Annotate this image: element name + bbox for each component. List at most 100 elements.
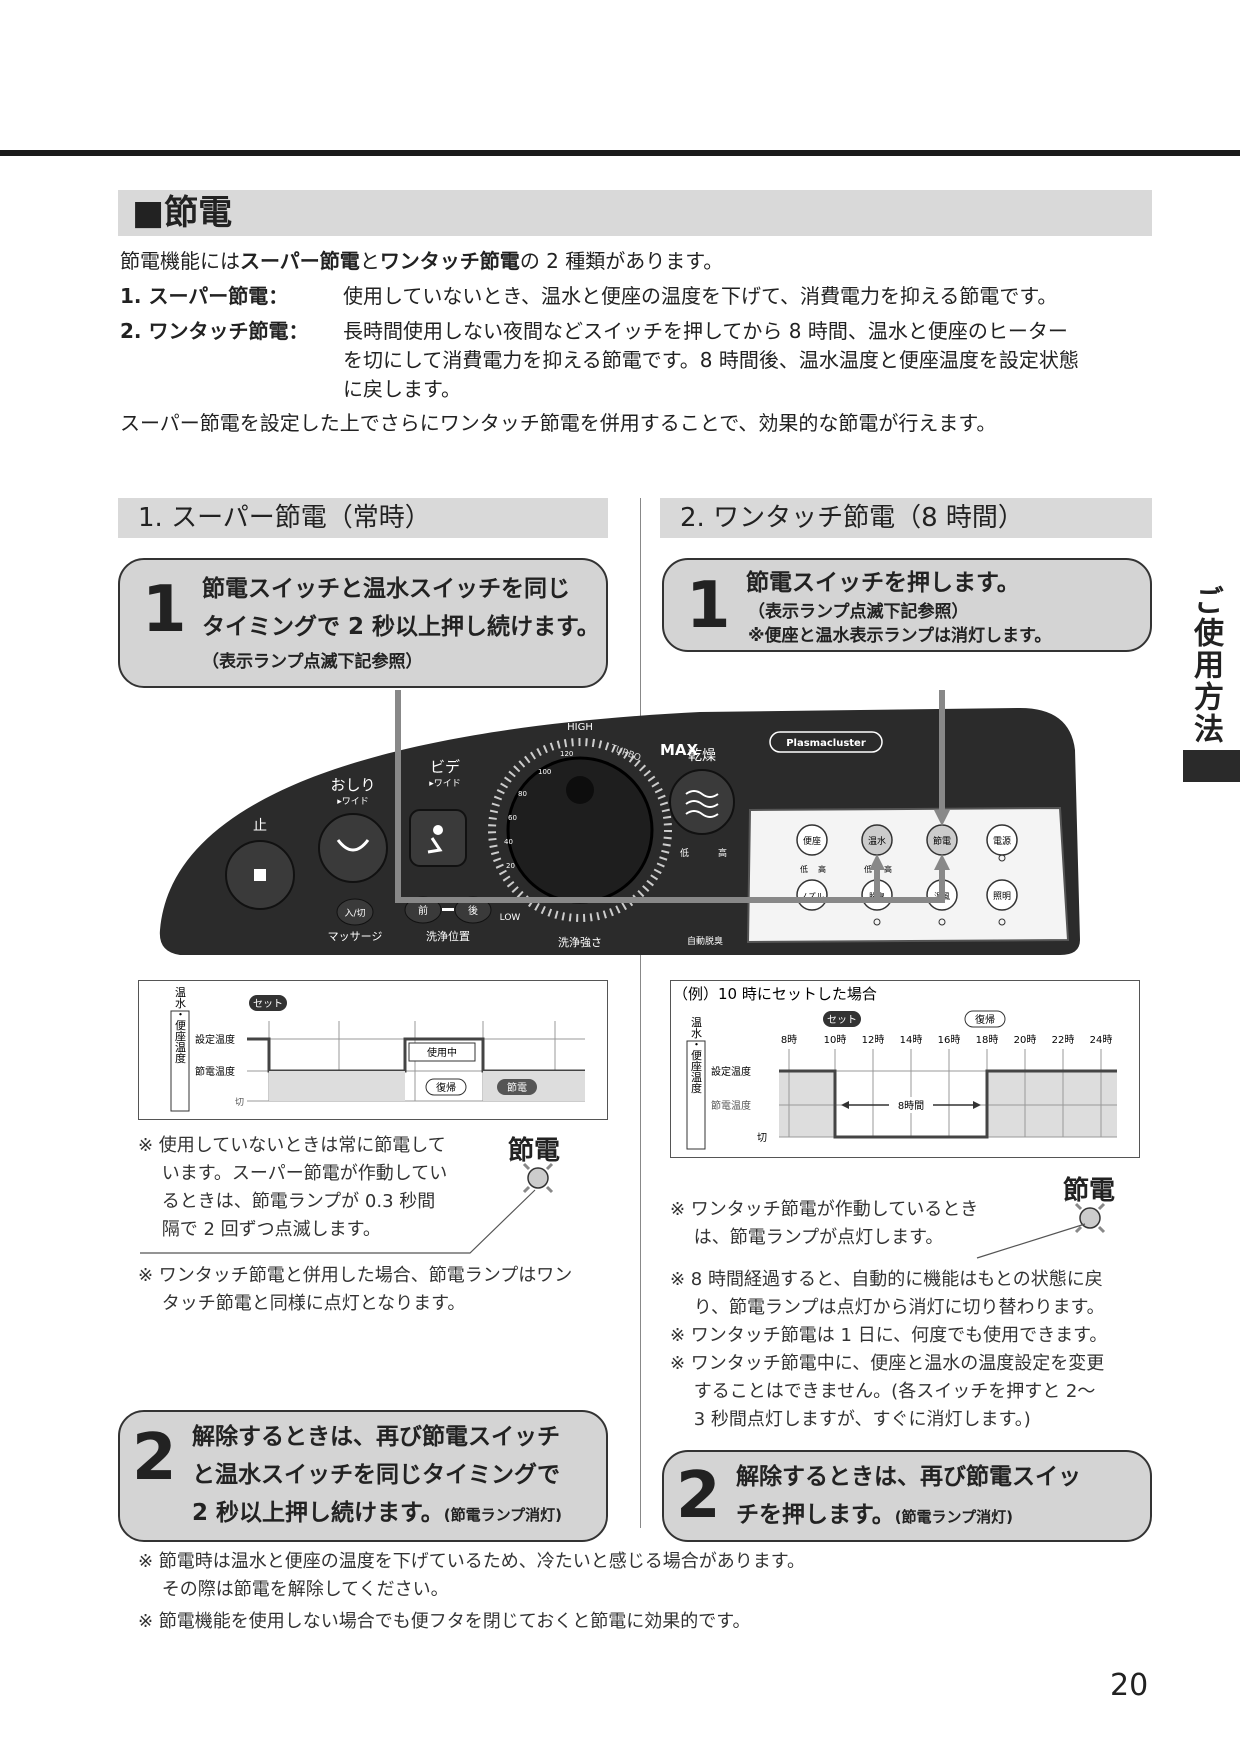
step-number: 1 xyxy=(686,569,731,643)
right-set-label: 設定温度 xyxy=(711,1065,751,1078)
step-line1: 節電スイッチを押します。 xyxy=(746,570,1020,596)
note-line: ※ 8 時間経過すると、自動的に機能はもとの状態に戻 xyxy=(670,1269,1103,1290)
note-line: 3 秒間点灯しますが、すぐに消灯します。) xyxy=(670,1409,1031,1430)
scale-120: 120 xyxy=(560,750,573,758)
note-line: することはできません。(各スイッチを押すと 2～ xyxy=(670,1381,1096,1402)
right-save-label: 節電温度 xyxy=(711,1099,751,1112)
step-line1: 解除するときは、再び節電スイッチ xyxy=(192,1424,560,1450)
right-chart: （例）10 時にセットした場合 セット 復帰 8時 10時 12時 14時 16… xyxy=(670,980,1140,1158)
time-label: 8時 xyxy=(781,1034,797,1046)
scale-80: 80 xyxy=(518,790,527,798)
page-number: 20 xyxy=(1110,1668,1149,1703)
note-line: ※ ワンタッチ節電が作動しているとき xyxy=(670,1199,979,1220)
left-save-text: 節電 xyxy=(507,1081,527,1094)
right-set-badge-text: セット xyxy=(827,1014,857,1026)
step-number: 2 xyxy=(676,1459,721,1533)
item2-text2: を切にして消費電力を抑える節電です。8 時間後、温水温度と便座温度を設定状態 xyxy=(343,348,1079,372)
water-hi: 高 xyxy=(884,864,892,874)
right-return-badge xyxy=(964,1010,1006,1028)
side-tab-label: ご使用方法 xyxy=(1188,585,1223,745)
time-label: 10時 xyxy=(824,1034,847,1046)
bottom-notes: ※ 節電時は温水と便座の温度を下げているため、冷たいと感じる場合があります。 そ… xyxy=(138,1548,805,1636)
light-label: 照明 xyxy=(993,891,1011,902)
stop-label: 止 xyxy=(253,818,267,834)
time-label: 16時 xyxy=(938,1034,961,1046)
left-set-label: 設定温度 xyxy=(195,1033,235,1046)
time-label: 18時 xyxy=(976,1034,999,1046)
left-set-badge-text: セット xyxy=(253,998,283,1010)
left-note2: ※ ワンタッチ節電と併用した場合、節電ランプはワン タッチ節電と同様に点灯となり… xyxy=(138,1262,572,1318)
step-line2-small: (節電ランプ消灯) xyxy=(894,1508,1013,1526)
left-chart-ylabel: 温水・便座温度 xyxy=(174,986,187,1064)
left-lamp-icon xyxy=(522,1162,554,1194)
dial-high: HIGH xyxy=(567,722,593,733)
right-step1-box: 1 節電スイッチを押します。 （表示ランプ点滅下記参照） ※便座と温水表示ランプ… xyxy=(662,558,1152,652)
light-button[interactable] xyxy=(986,879,1018,911)
note-line: るときは、節電ランプが 0.3 秒間 xyxy=(138,1191,436,1212)
intro-bold: スーパー節電 xyxy=(240,249,360,273)
note-line: は、節電ランプが点灯します。 xyxy=(670,1227,944,1248)
massage-button[interactable] xyxy=(336,898,374,926)
item1-label: 1. スーパー節電： xyxy=(120,284,289,308)
strength-label: 洗浄強さ xyxy=(558,935,602,949)
oshiri-button[interactable] xyxy=(318,813,388,883)
section-title: ■節電 xyxy=(132,193,233,233)
brand-badge xyxy=(769,731,883,753)
left-step1-box: 1 節電スイッチと温水スイッチを同じ タイミングで 2 秒以上押し続けます。 （… xyxy=(118,558,608,688)
left-step2-box: 2 解除するときは、再び節電スイッチ と温水スイッチを同じタイミングで 2 秒以… xyxy=(118,1410,608,1542)
nozzle-label: ノズル xyxy=(800,891,824,901)
massage-label: マッサージ xyxy=(328,930,383,943)
step-number: 2 xyxy=(132,1421,177,1495)
seat-button[interactable] xyxy=(796,824,828,856)
step-sub: （表示ランプ点滅下記参照） xyxy=(202,652,423,672)
auto-label: 自動脱臭 xyxy=(687,935,723,947)
left-return-text: 復帰 xyxy=(436,1081,456,1094)
left-note1: ※ 使用していないときは常に節電して います。スーパー節電が作動してい るときは… xyxy=(138,1132,447,1244)
indicator-lines xyxy=(395,690,945,903)
intro-text: と xyxy=(359,249,380,273)
position-back-label: 後 xyxy=(468,904,478,917)
bidet-button[interactable] xyxy=(409,809,467,867)
right-chart-ylabel: 温水・便座温度 xyxy=(690,1016,703,1094)
right-chart-svg: （例）10 時にセットした場合 セット 復帰 8時 10時 12時 14時 16… xyxy=(673,985,1117,1150)
left-lamp-pointer xyxy=(140,1189,536,1254)
scale-100: 100 xyxy=(538,768,551,776)
intro-text: 節電機能には xyxy=(120,249,240,273)
dial-max: MAX xyxy=(660,741,699,759)
intro-summary: スーパー節電を設定した上でさらにワンタッチ節電を併用することで、効果的な節電が行… xyxy=(120,411,997,435)
left-chart: 温水・便座温度 設定温度 節電温度 切 セット 使用中 復帰 節電 xyxy=(138,980,608,1120)
right-chart-caption: （例）10 時にセットした場合 xyxy=(673,985,877,1003)
scale-40: 40 xyxy=(504,838,513,846)
note-line: タッチ節電と同様に点灯となります。 xyxy=(138,1293,466,1314)
item2-label: 2. ワンタッチ節電： xyxy=(120,319,309,343)
note-line: います。スーパー節電が作動してい xyxy=(138,1163,448,1184)
oshiri-wide: ▸ワイド xyxy=(337,797,369,807)
time-label: 12時 xyxy=(862,1034,885,1046)
right-return-text: 復帰 xyxy=(975,1013,995,1026)
position-front-label: 前 xyxy=(418,904,428,917)
bidet-wide: ▸ワイド xyxy=(429,779,461,789)
water-lo: 低 xyxy=(864,864,872,874)
dry-button[interactable] xyxy=(669,769,735,835)
step-line3-small: (節電ランプ消灯) xyxy=(443,1506,562,1524)
item1-text: 使用していないとき、温水と便座の温度を下げて、消費電力を抑える節電です。 xyxy=(343,284,1058,308)
seat-hi: 高 xyxy=(818,864,826,874)
water-label: 温水 xyxy=(868,835,886,847)
left-in-use: 使用中 xyxy=(427,1046,457,1059)
scale-60: 60 xyxy=(508,814,517,822)
item2-text1: 長時間使用しない夜間などスイッチを押してから 8 時間、温水と便座のヒーター xyxy=(343,319,1068,343)
right-notes: ※ 8 時間経過すると、自動的に機能はもとの状態に戻 り、節電ランプは点灯から消… xyxy=(670,1266,1107,1434)
dry-label: 乾燥 xyxy=(688,748,716,764)
step-line2: タイミングで 2 秒以上押し続けます。 xyxy=(202,614,600,640)
dry-low: 低 xyxy=(680,847,689,859)
step-line1: 節電スイッチと温水スイッチを同じ xyxy=(202,576,570,602)
left-header: 1. スーパー節電（常時） xyxy=(118,498,608,538)
right-step2-box: 2 解除するときは、再び節電スイッ チを押します。(節電ランプ消灯) xyxy=(662,1450,1152,1542)
right-note1: ※ ワンタッチ節電が作動しているとき は、節電ランプが点灯します。 xyxy=(670,1196,978,1252)
massage-button-label: 入/切 xyxy=(344,908,365,919)
left-return-badge xyxy=(425,1078,467,1096)
seat-button-group: 便座 低 高 xyxy=(796,824,828,874)
note-line: ※ 使用していないときは常に節電して xyxy=(138,1135,446,1156)
top-rule xyxy=(0,150,1240,156)
step-line1: 解除するときは、再び節電スイッ xyxy=(736,1464,1081,1490)
